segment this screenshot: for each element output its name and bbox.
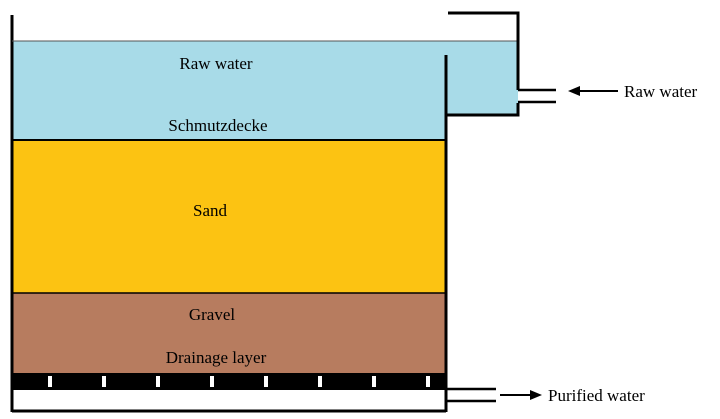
outlet-arrow [500,390,542,400]
inlet-arrow [568,86,618,96]
overflow-compartment-water [446,41,518,115]
gravel-layer [12,293,446,373]
gravel-label: Gravel [189,305,236,324]
raw-water-layer [12,41,446,140]
inlet-flow-label: Raw water [624,82,698,101]
drainage-blocks [12,373,446,390]
drainage-layer-label: Drainage layer [166,348,267,367]
raw-water-label: Raw water [179,54,253,73]
outlet-pipe [446,387,496,403]
inlet-pipe [518,88,556,104]
outlet-flow-label: Purified water [548,386,645,405]
schmutzdecke-label: Schmutzdecke [168,116,267,135]
sand-label: Sand [193,201,228,220]
sand-layer [12,140,446,293]
overflow-wall [448,11,520,90]
overflow-floor [446,103,520,117]
